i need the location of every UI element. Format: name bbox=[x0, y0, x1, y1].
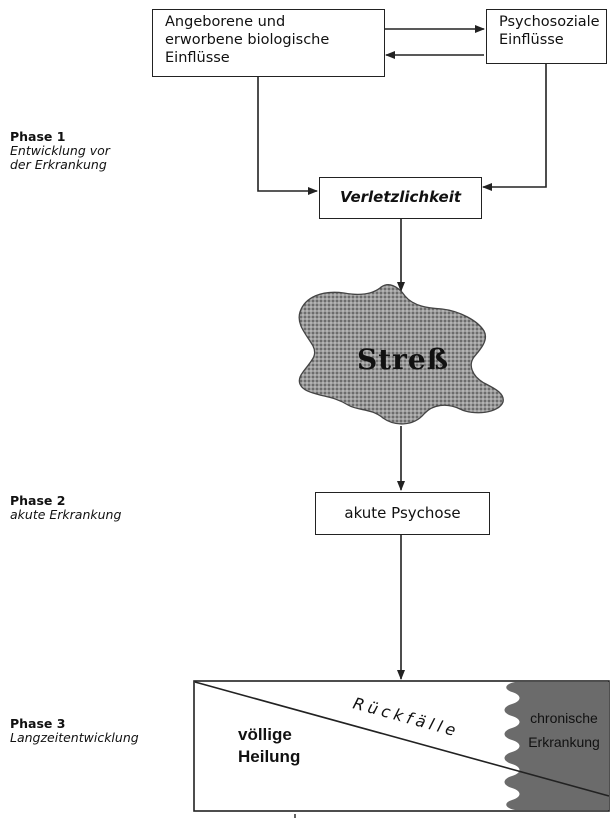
chronic-label-line2: Erkrankung bbox=[528, 734, 600, 750]
box-vulnerability: Verletzlichkeit bbox=[319, 177, 482, 219]
bio-line-2: erworbene biologische bbox=[165, 32, 330, 48]
phase-3-title: Phase 3 bbox=[10, 716, 66, 731]
diagonal-divider bbox=[194, 681, 610, 797]
phase-1-subtitle-2: der Erkrankung bbox=[10, 157, 107, 172]
connector-bio-to-vulnerability bbox=[257, 77, 318, 195]
phase-2-title: Phase 2 bbox=[10, 493, 66, 508]
phase-3-subtitle: Langzeitentwicklung bbox=[10, 730, 139, 745]
phase-1-subtitle-1: Entwicklung vor bbox=[10, 143, 110, 158]
healing-label-line2: Heilung bbox=[238, 747, 300, 766]
phase-2-subtitle: akute Erkrankung bbox=[10, 507, 122, 522]
phase-1-label: Phase 1 Entwicklung vor der Erkrankung bbox=[10, 130, 110, 172]
bio-line-1: Angeborene und bbox=[165, 14, 286, 30]
box-acute-psychosis: akute Psychose bbox=[315, 492, 490, 535]
vulnerability-label: Verletzlichkeit bbox=[339, 188, 462, 206]
psycho-line-1: Psychosoziale bbox=[499, 14, 600, 30]
chronic-label-line1: chronische bbox=[530, 710, 598, 726]
phase-3-label: Phase 3 Langzeitentwicklung bbox=[10, 717, 139, 745]
connector-psycho-to-vulnerability bbox=[482, 64, 547, 191]
psycho-line-2: Einflüsse bbox=[499, 32, 564, 48]
bio-line-3: Einflüsse bbox=[165, 50, 230, 66]
phase-1-title: Phase 1 bbox=[10, 129, 66, 144]
box-psychosocial-influences: Psychosoziale Einflüsse bbox=[486, 9, 607, 64]
stress-label: Streß bbox=[357, 343, 449, 376]
acute-label: akute Psychose bbox=[344, 504, 461, 522]
stress-blob bbox=[298, 284, 504, 425]
chronic-region bbox=[504, 682, 609, 810]
healing-label-line1: völlige bbox=[238, 725, 292, 744]
box-biological-influences: Angeborene und erworbene biologische Ein… bbox=[152, 9, 385, 77]
phase-2-label: Phase 2 akute Erkrankung bbox=[10, 494, 121, 522]
